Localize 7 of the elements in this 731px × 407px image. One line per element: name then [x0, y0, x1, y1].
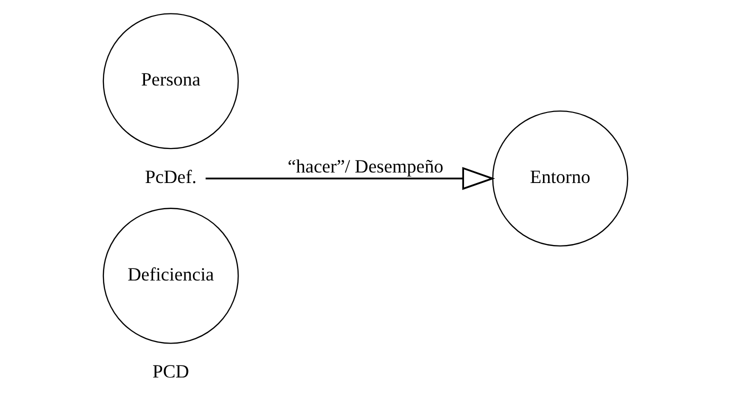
node-circle: Entorno: [492, 110, 628, 246]
node-circle: Persona: [102, 12, 239, 149]
edge-label: “hacer”/ Desempeño: [288, 156, 444, 177]
arrow: [206, 166, 496, 190]
node-circle: Deficiencia: [102, 207, 239, 344]
node-text: PcDef.: [145, 166, 197, 188]
label: PCD: [152, 361, 190, 382]
